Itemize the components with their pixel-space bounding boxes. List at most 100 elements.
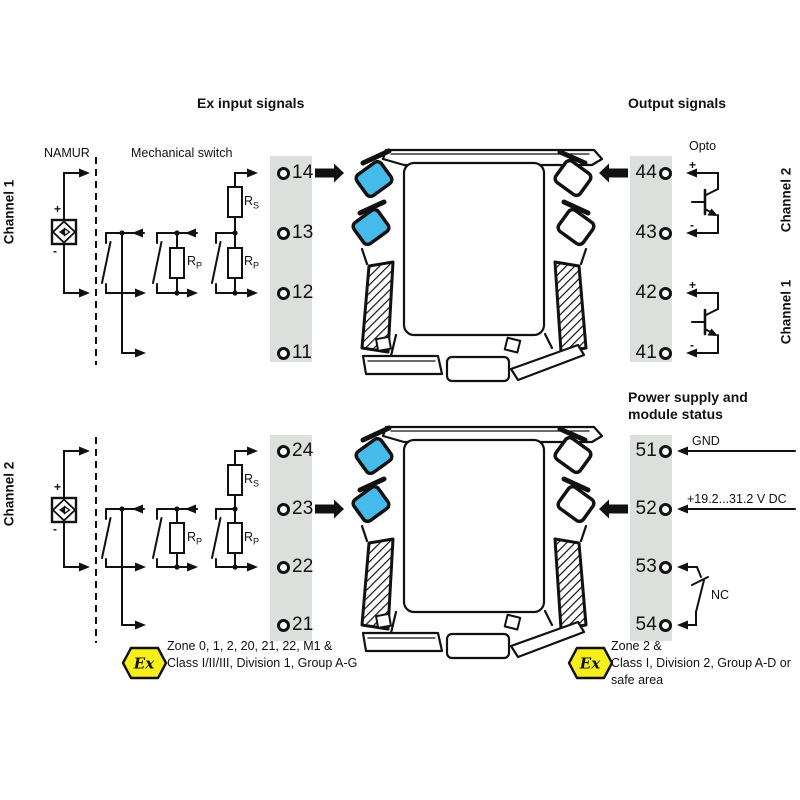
- namur-sensor-ch1: [50, 168, 90, 298]
- terminal-24: 24: [277, 440, 314, 462]
- terminal-number: 21: [292, 614, 314, 635]
- terminal-strip-input-ch1: [270, 156, 312, 362]
- label-namur: NAMUR: [44, 146, 90, 160]
- terminal-23: 23: [277, 498, 314, 520]
- terminal-circle: [659, 618, 672, 632]
- terminal-circle: [277, 560, 290, 574]
- terminal-number: 43: [635, 222, 657, 243]
- din-module-bottom: [351, 427, 602, 658]
- terminal-13: 13: [277, 222, 314, 244]
- input-arrow-ch2: [315, 499, 344, 519]
- terminal-circle: [659, 166, 672, 180]
- power-arrow: [599, 499, 628, 519]
- terminal-circle: [277, 166, 290, 180]
- ex-hexagon-safe: [567, 646, 614, 680]
- terminal-circle: [277, 502, 290, 516]
- namur-ch1-plus: +: [54, 202, 62, 216]
- resistor-label-rs-ch2: RS: [244, 472, 260, 489]
- heading-power-supply: Power supply and module status: [628, 389, 748, 422]
- ex-marking-safe-text: Zone 2 & Class I, Division 2, Group A-D …: [611, 638, 791, 689]
- ex-icon-label-hazardous: Ex: [133, 654, 155, 673]
- power-wiring: [677, 446, 796, 630]
- mechanical-switch-circuits-ch2: [101, 446, 258, 630]
- terminal-number: 51: [635, 440, 657, 461]
- namur-ch2-plus: +: [54, 480, 62, 494]
- terminal-43: 43: [631, 222, 672, 244]
- ex-icon-label-safe: Ex: [579, 654, 601, 673]
- opto-ch1-plus: +: [689, 278, 697, 292]
- ex-hazardous-line1: Zone 0, 1, 2, 20, 21, 22, M1 &: [167, 639, 333, 653]
- opto-ch2-plus: +: [689, 158, 697, 172]
- terminal-number: 23: [292, 498, 314, 519]
- terminal-number: 42: [635, 282, 657, 303]
- terminal-number: 14: [292, 162, 314, 183]
- terminal-number: 44: [635, 162, 657, 183]
- ex-marking-hazardous-text: Zone 0, 1, 2, 20, 21, 22, M1 & Class I/I…: [167, 638, 357, 672]
- namur-ch2-minus: -: [53, 522, 57, 536]
- heading-power-line1: Power supply and: [628, 389, 748, 405]
- terminal-22: 22: [277, 556, 314, 578]
- ex-safe-line3: safe area: [611, 673, 664, 687]
- terminal-42: 42: [631, 282, 672, 304]
- terminal-circle: [659, 444, 672, 458]
- terminal-circle: [277, 346, 290, 360]
- terminal-number: 11: [292, 342, 313, 363]
- terminal-circle: [277, 286, 290, 300]
- terminal-51: 51: [631, 440, 672, 462]
- heading-power-line2: module status: [628, 405, 723, 422]
- label-supply-voltage: +19.2...31.2 V DC: [687, 492, 787, 506]
- terminal-circle: [277, 444, 290, 458]
- terminal-number: 41: [635, 342, 657, 363]
- terminal-11: 11: [277, 342, 312, 364]
- terminal-44: 44: [631, 162, 672, 184]
- opto-output-ch1: [686, 288, 719, 358]
- terminal-circle: [659, 560, 672, 574]
- resistor-label-rp3-ch1: RP: [244, 254, 260, 271]
- output-arrow: [599, 163, 628, 183]
- terminal-52: 52: [631, 498, 672, 520]
- terminal-53: 53: [631, 556, 672, 578]
- terminal-strip-output: [630, 156, 672, 362]
- channel-label-left-ch1: Channel 1: [1, 179, 17, 245]
- ex-hazardous-line2: Class I/II/III, Division 1, Group A-G: [167, 656, 358, 670]
- label-opto: Opto: [689, 139, 717, 153]
- ex-safe-line1: Zone 2 &: [611, 639, 662, 653]
- terminal-number: 12: [292, 282, 314, 303]
- terminal-strip-power: [630, 435, 672, 641]
- namur-ch1-minus: -: [53, 244, 57, 258]
- resistor-label-rp2-ch2: RP: [187, 530, 203, 547]
- mechanical-switch-circuits-ch1: [101, 168, 258, 358]
- terminal-strip-input-ch2: [270, 435, 312, 641]
- terminal-12: 12: [277, 282, 314, 304]
- terminal-number: 24: [292, 440, 314, 461]
- terminal-circle: [659, 502, 672, 516]
- label-gnd: GND: [692, 434, 720, 448]
- namur-sensor-ch2: [50, 446, 90, 572]
- ex-safe-line2: Class I, Division 2, Group A-D or: [611, 656, 791, 670]
- terminal-number: 53: [635, 556, 657, 577]
- terminal-14: 14: [277, 162, 314, 184]
- resistor-label-rp2-ch1: RP: [187, 254, 203, 271]
- heading-output-signals: Output signals: [628, 95, 726, 111]
- resistor-label-rp3-ch2: RP: [244, 530, 260, 547]
- terminal-circle: [659, 286, 672, 300]
- terminal-circle: [659, 346, 672, 360]
- input-arrow-ch1: [315, 163, 344, 183]
- resistor-label-rs-ch1: RS: [244, 194, 260, 211]
- terminal-circle: [277, 618, 290, 632]
- terminal-number: 13: [292, 222, 314, 243]
- ex-hexagon-hazardous: [121, 646, 168, 680]
- terminal-41: 41: [631, 342, 672, 364]
- opto-ch2-minus: -: [690, 218, 694, 232]
- terminal-circle: [659, 226, 672, 240]
- heading-ex-input-signals: Ex input signals: [197, 95, 305, 111]
- terminal-54: 54: [631, 614, 672, 636]
- label-mechanical-switch: Mechanical switch: [131, 146, 233, 160]
- terminal-number: 54: [635, 614, 657, 635]
- terminal-number: 52: [635, 498, 657, 519]
- terminal-circle: [277, 226, 290, 240]
- label-nc-contact: NC: [711, 588, 730, 602]
- din-module-top: [351, 150, 602, 381]
